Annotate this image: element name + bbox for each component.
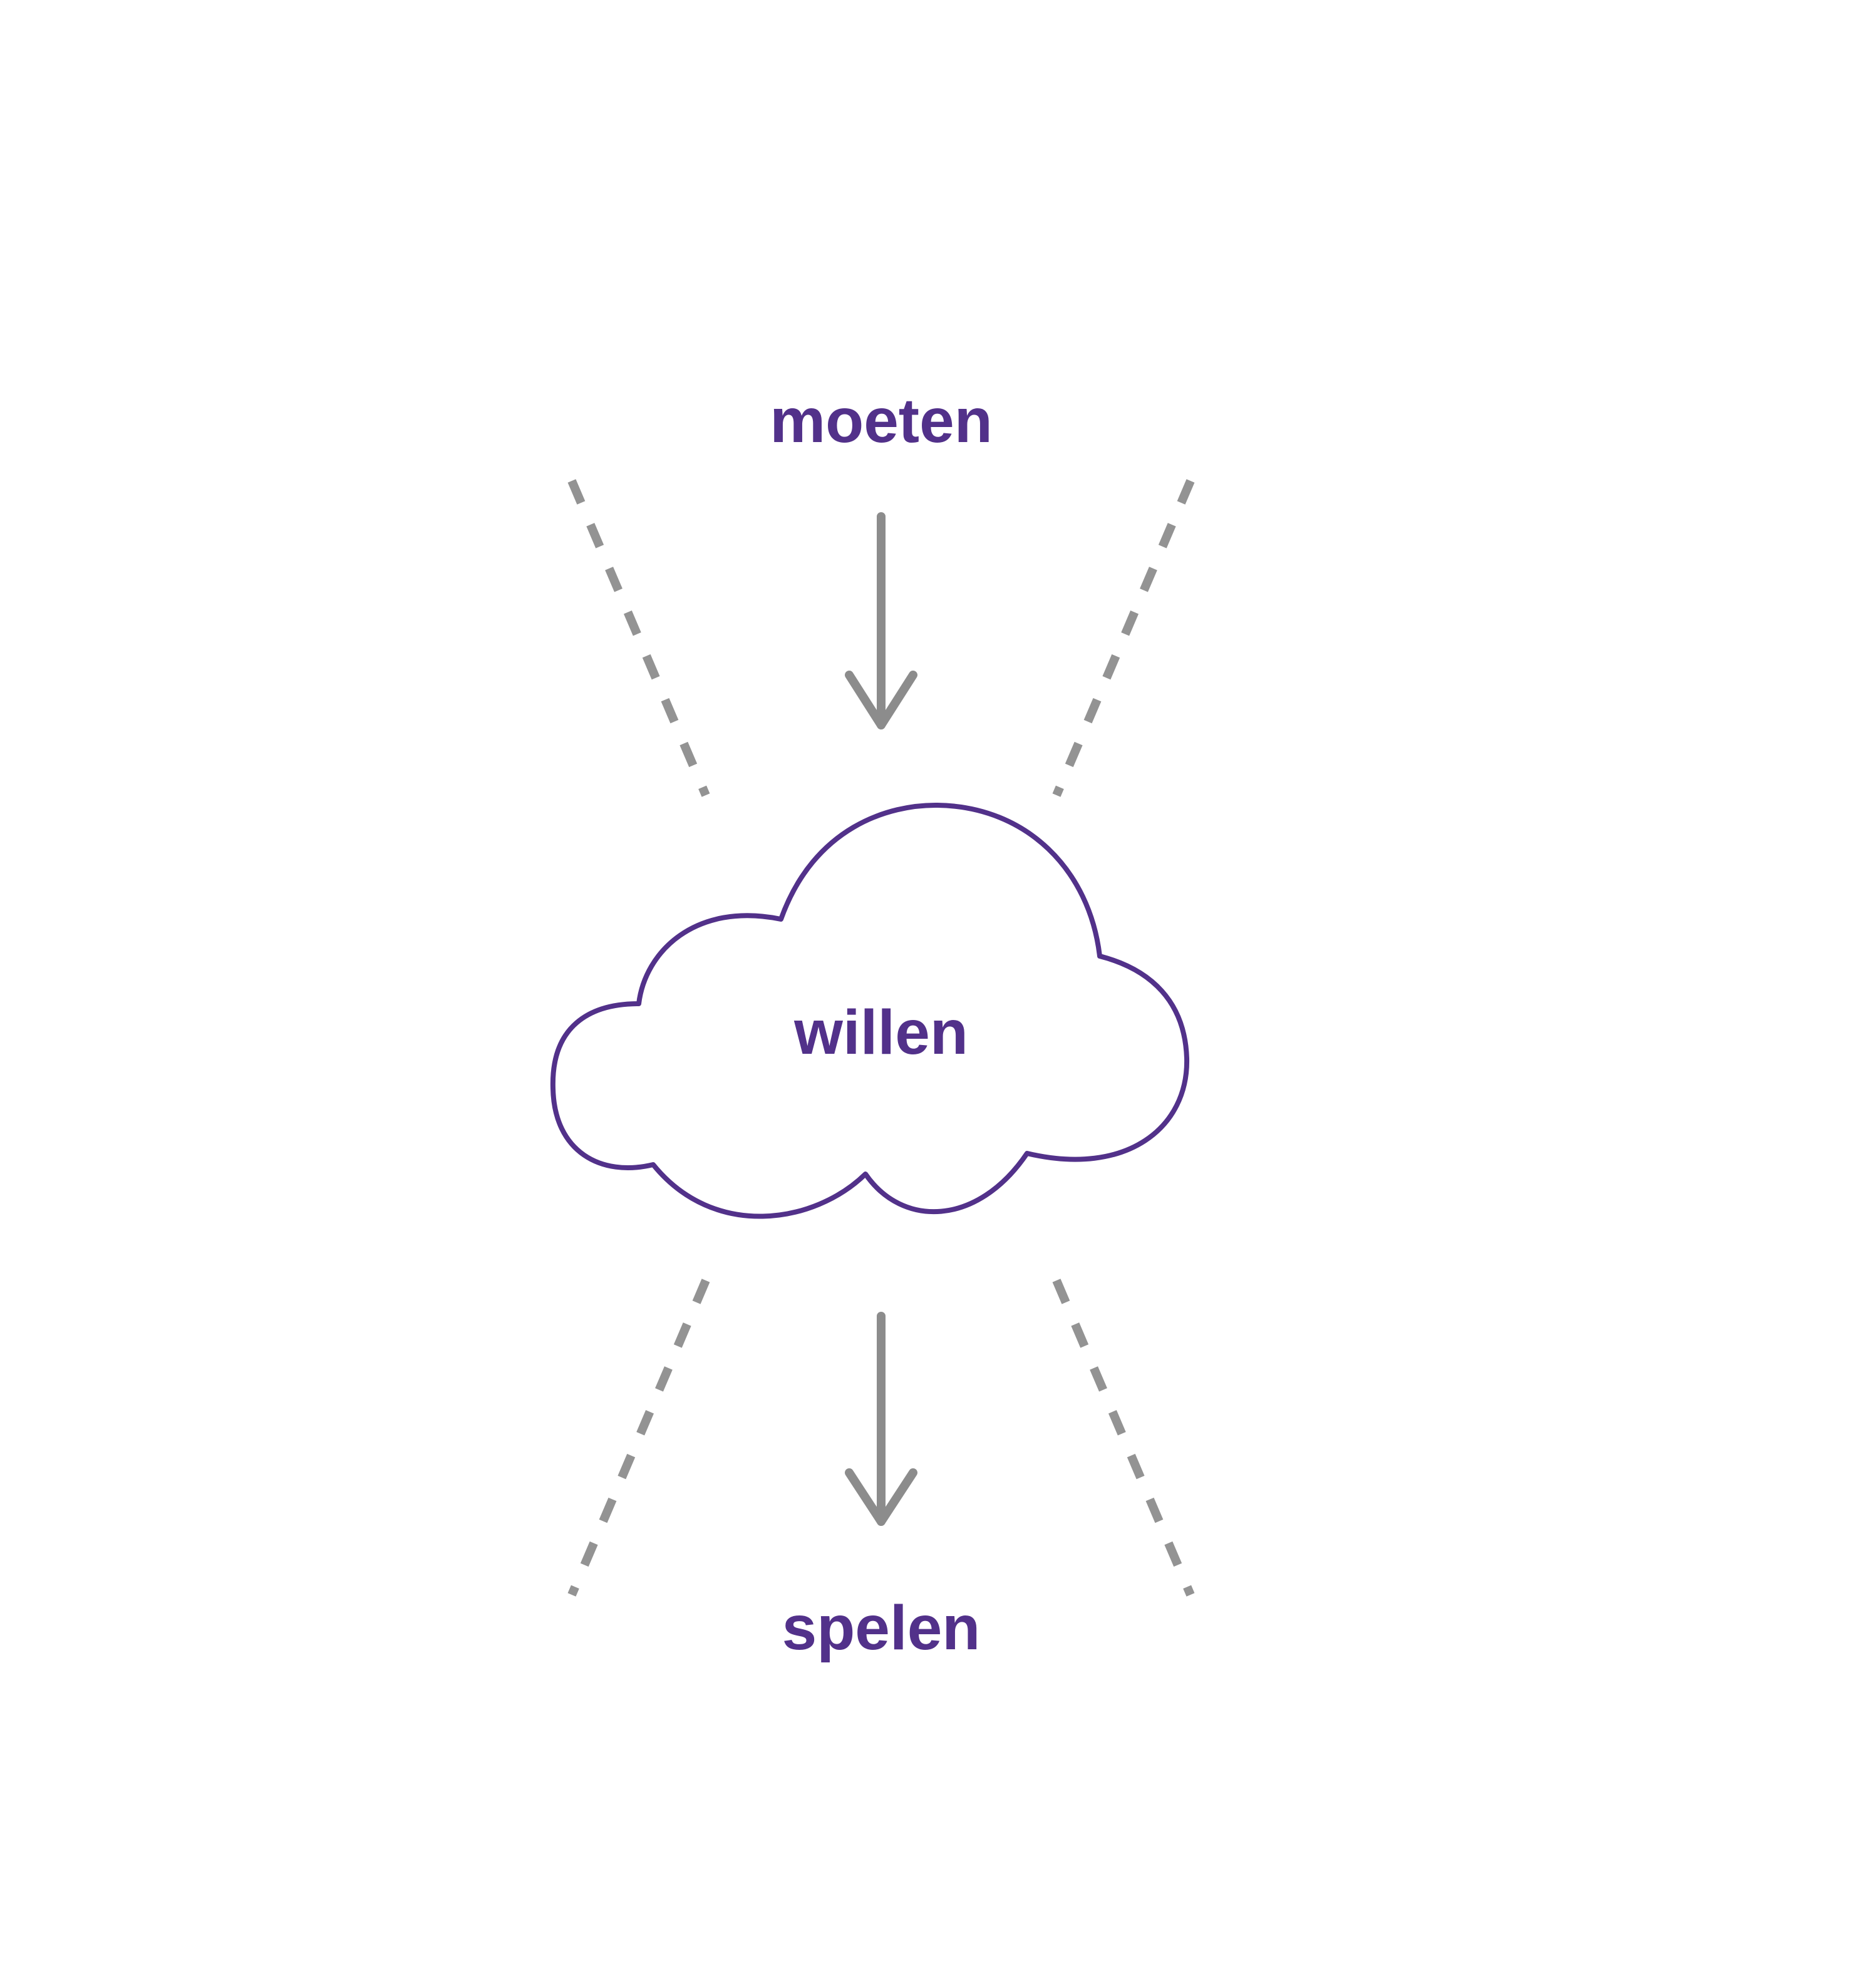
label-center: willen: [793, 997, 968, 1068]
guide-line-bottom-left: [567, 1279, 710, 1597]
arrow-down-icon: [845, 512, 917, 729]
guide-line-top-right: [1052, 479, 1195, 797]
guide-line-bottom-right: [1052, 1279, 1195, 1597]
guide-line-top-left: [567, 479, 710, 797]
label-bottom: spelen: [782, 1593, 981, 1663]
label-top: moeten: [770, 386, 993, 456]
arrow-down-icon: [845, 1312, 917, 1526]
cloud-icon: [550, 802, 1190, 1219]
